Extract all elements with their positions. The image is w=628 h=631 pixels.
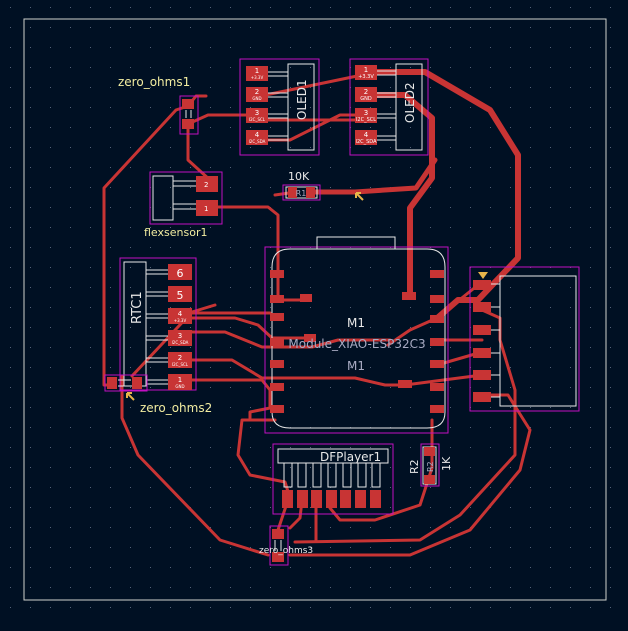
board-outline — [23, 18, 607, 601]
rtc1-pin-1: 1 — [178, 376, 182, 384]
rtc1-pin-name-2: I2C_SCL — [172, 362, 189, 367]
r1-value: 10K — [288, 170, 310, 183]
oled2-pin-name-1: +3.3V — [358, 74, 374, 80]
footprint-flexsensor1[interactable]: 2 1 flexsensor1 — [144, 171, 223, 239]
oled1-pin-2: 2 — [255, 88, 259, 96]
zero-ohms2-ref: zero_ohms2 — [140, 401, 212, 415]
oled2-ref: OLED2 — [403, 82, 417, 123]
m1-value: Module_XIAO-ESP32C3 — [288, 337, 425, 351]
oled2-pin-4: 4 — [364, 131, 369, 139]
footprint-oled2[interactable]: 1 2 3 4 +3.3V GND I2C_SCL I2C_SDA OLED2 — [349, 58, 429, 156]
m1-ref: M1 — [347, 316, 365, 330]
zero-ohms3-ref: zero_ohms3 — [259, 546, 313, 556]
rtc1-pin-2: 2 — [178, 354, 182, 362]
footprint-zero-ohms2[interactable]: zero_ohms2 — [104, 374, 212, 415]
footprint-zero-ohms1[interactable]: zero_ohms1 — [118, 75, 199, 135]
zero-ohms1-ref: zero_ohms1 — [118, 75, 190, 89]
oled1-pin-name-1: +3.3V — [251, 75, 264, 80]
oled1-pin-name-4: I2C_SDA — [249, 139, 266, 144]
oled2-pin-name-3: I2C_SCL — [356, 117, 376, 123]
oled2-pin-name-2: GND — [360, 96, 372, 102]
oled1-pin-1: 1 — [255, 67, 259, 75]
oled2-pin-2: 2 — [364, 88, 368, 96]
r1-ref: R1 — [296, 189, 307, 198]
footprint-dfplayer1[interactable]: DFPlayer1 — [272, 443, 394, 515]
r2-ref: R2 — [408, 459, 421, 474]
rtc1-pin-6: 6 — [177, 267, 184, 280]
footprint-right-connector[interactable] — [469, 266, 580, 412]
rtc1-ref: RTC1 — [130, 291, 145, 324]
oled1-pin-name-2: GND — [252, 96, 261, 101]
r2-pad-label: R2 — [426, 461, 435, 472]
footprint-r1[interactable]: 10K R1 — [282, 170, 321, 201]
arrow-marker-icon — [355, 192, 364, 201]
footprint-oled1[interactable]: 1 2 3 4 +3.3V GND I2C_SCL I2C_SDA OLED1 — [239, 58, 320, 156]
rtc1-pin-name-3: I2C_SDA — [172, 340, 189, 345]
oled1-ref: OLED1 — [295, 79, 309, 120]
oled1-pin-4: 4 — [255, 131, 260, 139]
oled1-pin-name-3: I2C_SCL — [249, 117, 266, 122]
oled2-pin-name-4: I2C_SDA — [355, 139, 377, 145]
rtc1-pin-5: 5 — [177, 289, 184, 302]
oled1-pin-3: 3 — [255, 109, 259, 117]
flexsensor1-pin-1: 1 — [204, 205, 208, 213]
oled2-pin-3: 3 — [364, 109, 368, 117]
flexsensor1-ref: flexsensor1 — [144, 226, 207, 239]
arrow-marker-icon — [126, 392, 135, 401]
rtc1-pin-name-1: GND — [175, 384, 184, 389]
footprint-r2[interactable]: R2 R2 1K — [408, 443, 453, 487]
footprint-zero-ohms3[interactable]: zero_ohms3 — [259, 525, 313, 566]
flexsensor1-pin-2: 2 — [204, 181, 208, 189]
rtc1-pin-3: 3 — [178, 332, 182, 340]
r2-value: 1K — [440, 456, 453, 471]
oled2-pin-1: 1 — [364, 66, 368, 74]
footprint-m1[interactable]: M1 Module_XIAO-ESP32C3 M1 — [264, 236, 449, 434]
rtc1-pin-name-4: +3.3V — [174, 318, 187, 323]
dfplayer1-ref: DFPlayer1 — [320, 450, 381, 464]
m1-ref-fab: M1 — [347, 359, 365, 373]
rtc1-pin-4: 4 — [178, 310, 183, 318]
